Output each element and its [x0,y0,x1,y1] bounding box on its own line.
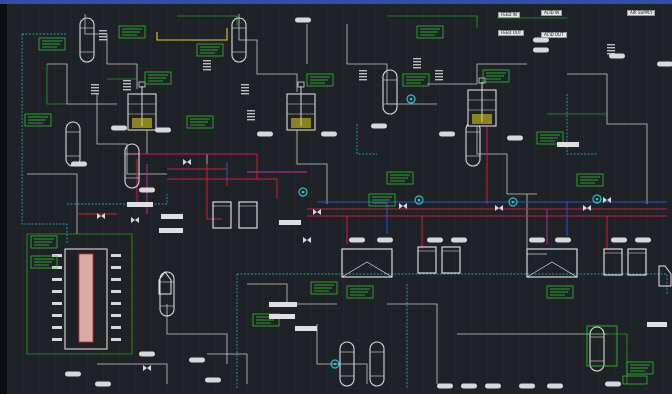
title-bar [0,0,672,4]
header-label-feed-out: FEED OUT [498,30,525,36]
header-label-feed-in: FEED IN [498,12,520,18]
header-label-air-supply: AIR SUPPLY [627,10,656,16]
header-label-acid-out: ACID OUT [541,32,567,38]
header-label-acid-in: ACID IN [541,10,563,16]
process-diagram [7,4,672,394]
left-margin [0,4,7,394]
